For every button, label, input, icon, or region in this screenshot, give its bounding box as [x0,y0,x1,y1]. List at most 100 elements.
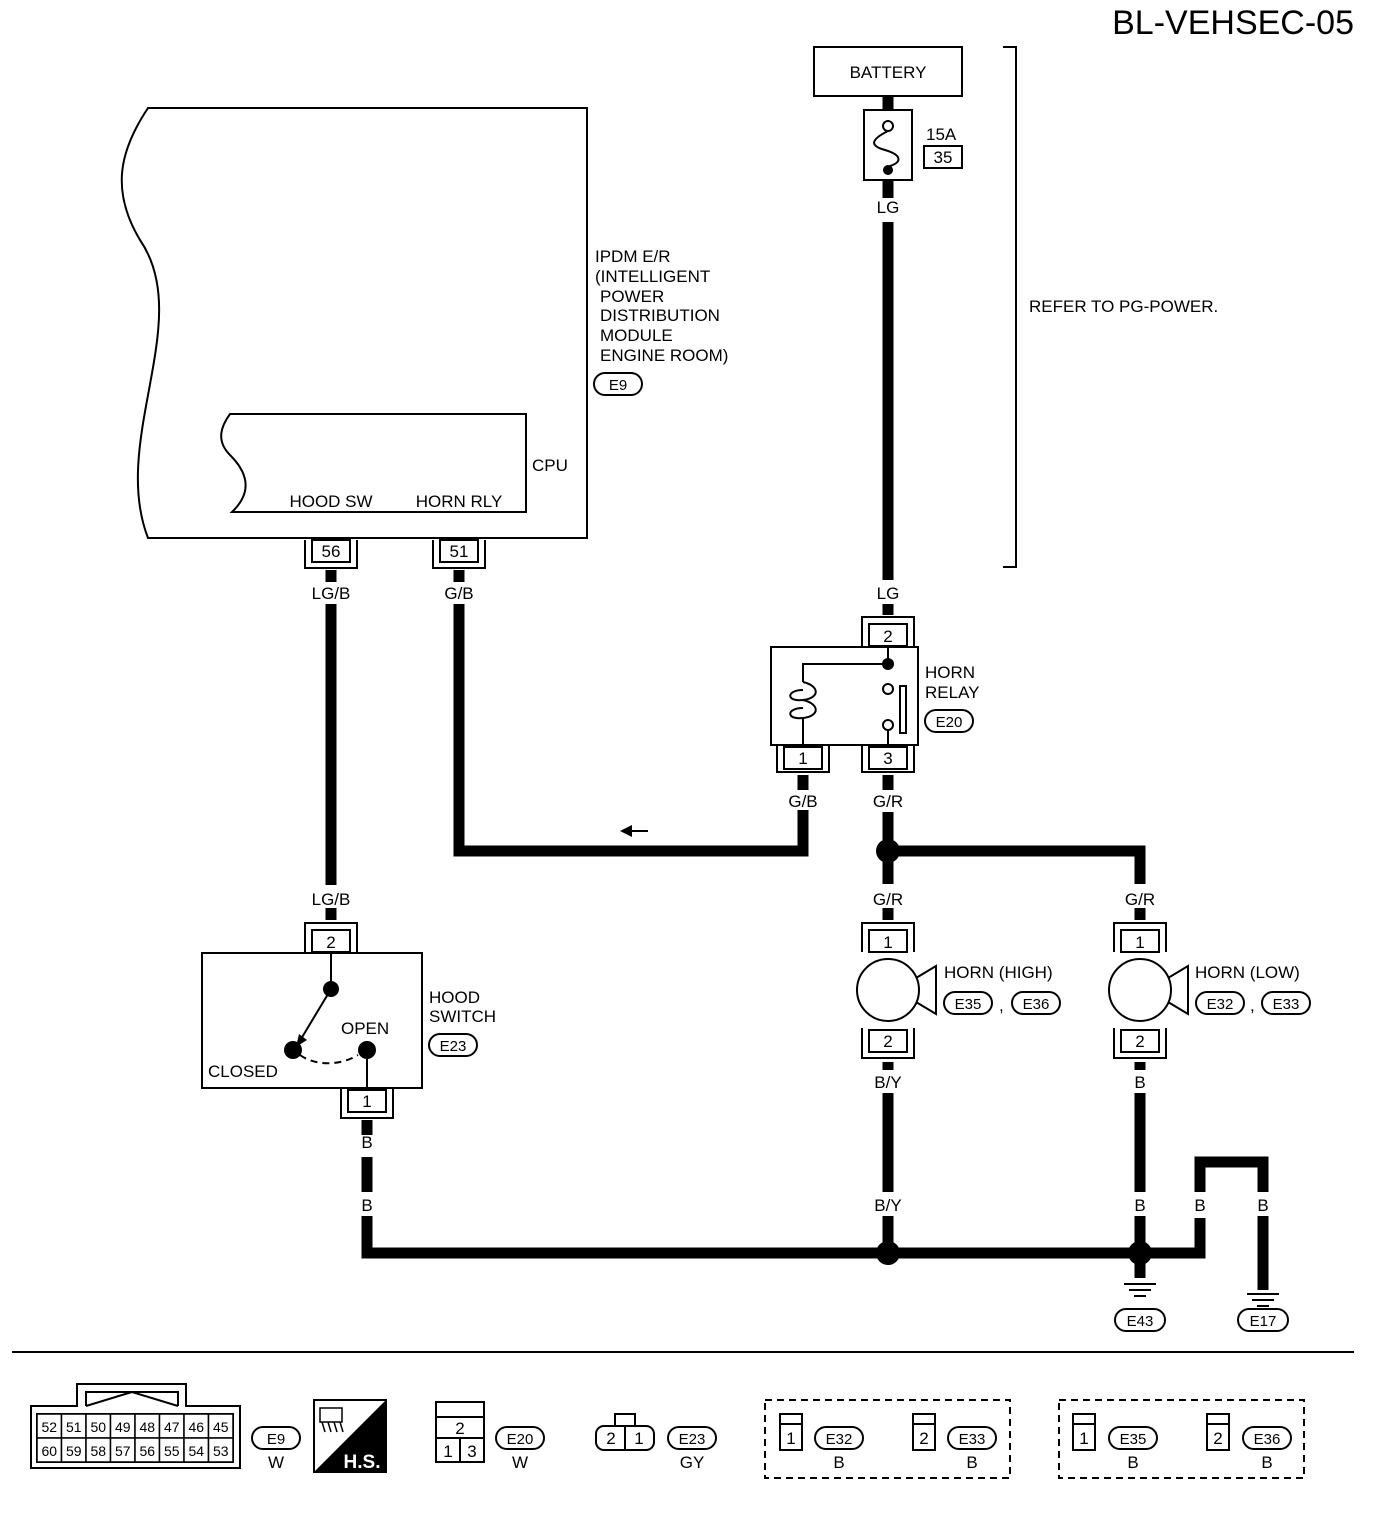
e9-pin-number: 57 [115,1443,131,1459]
horn-low: 1 2 [1108,922,1189,1059]
legend-horn-high-group [1058,1399,1305,1479]
legend-e23-connector: 2 1 [595,1413,655,1451]
battery-label: BATTERY [850,63,927,82]
ipdm-name: IPDM E/R (INTELLIGENT POWER DISTRIBUTION… [595,247,728,365]
horn-low-sep: , [1250,996,1255,1015]
svg-text:1: 1 [634,1429,643,1448]
splice-b [1128,1241,1152,1265]
svg-text:B: B [1194,1196,1205,1215]
svg-text:1: 1 [883,933,892,952]
connector-e9: E9 [609,377,627,394]
connector-e20: E20 [936,714,963,731]
e9-pin-number: 60 [41,1443,57,1459]
legend-e20-connector: 2 1 3 [435,1401,485,1463]
e9-pin-number: 47 [164,1419,180,1435]
legend-e33-color: B [966,1453,977,1472]
legend-e35-tag [1108,1426,1158,1450]
svg-text:2: 2 [455,1419,464,1438]
svg-text:56: 56 [322,542,341,561]
e9-pin-cell [207,1437,234,1463]
svg-text:3: 3 [467,1442,476,1461]
wire-gr-low [888,845,1146,884]
e9-pin-number: 46 [188,1419,204,1435]
battery-box [813,46,963,97]
legend-e33-tag [947,1426,997,1450]
svg-text:B: B [1134,1196,1145,1215]
ipdm-pin-56: 56 [304,539,358,569]
ipdm-box [120,107,588,539]
svg-text:LG: LG [877,198,900,217]
wire-e43-loop [1140,1218,1206,1259]
splice-gr [876,839,900,863]
e9-pin-number: 59 [66,1443,82,1459]
legend-e9-color: W [268,1453,284,1472]
svg-text:2: 2 [919,1429,928,1448]
legend-e9-tag [251,1426,301,1450]
svg-text:3: 3 [883,749,892,768]
svg-text:1: 1 [786,1429,795,1448]
legend-e36-color: B [1261,1453,1272,1472]
legend-e20: E20 [507,1431,534,1448]
refer-bracket [1003,46,1017,568]
e9-pin-number: 56 [139,1443,155,1459]
hood-switch-name: HOOD SWITCH [429,988,496,1026]
svg-text:1: 1 [798,749,807,768]
svg-text:H.S.: H.S. [344,1452,381,1473]
svg-text:1: 1 [362,1092,371,1111]
legend-e35: E35 [1120,1431,1147,1448]
connector-e9-tag [593,372,643,396]
ground-e17-icon [1247,1293,1279,1307]
horn-rly-label: HORN RLY [416,492,503,511]
wire-e17-loop [1194,1156,1269,1192]
hood-closed-label: CLOSED [208,1062,278,1081]
horn-high-sep: , [999,996,1004,1015]
svg-text:G/R: G/R [873,792,903,811]
legend-e36-tag [1242,1426,1292,1450]
arrow-left-icon [620,825,648,837]
connector-e35-tag [943,991,993,1015]
e9-pin-number: 50 [90,1419,106,1435]
horn-relay-name: HORN RELAY [925,663,980,702]
wire-gb [453,604,809,857]
svg-text:1: 1 [1079,1429,1088,1448]
svg-text:B: B [361,1196,372,1215]
e9-pin-number: 45 [213,1419,229,1435]
legend-e20-tag [495,1426,545,1450]
refer-text: REFER TO PG-POWER. [1029,297,1218,316]
horn-low-label: HORN (LOW) [1195,963,1300,982]
svg-text:LG/B: LG/B [312,890,351,909]
legend-e35-connector: 1 [1072,1413,1096,1451]
svg-text:LG/B: LG/B [312,584,351,603]
e9-pin-number: 58 [90,1443,106,1459]
e9-pin-number: 48 [139,1419,155,1435]
connector-e36-tag [1011,991,1061,1015]
connector-e33: E33 [1273,996,1300,1013]
svg-text:ENGINE ROOM): ENGINE ROOM) [600,346,728,365]
hood-sw-label: HOOD SW [289,492,372,511]
connector-e23-tag [428,1033,478,1057]
svg-text:MODULE: MODULE [600,326,673,345]
horn-high-label: HORN (HIGH) [944,963,1053,982]
legend-e35-color: B [1127,1453,1138,1472]
e9-pin-number: 54 [188,1443,204,1459]
legend-e32-tag [814,1426,864,1450]
cpu-box [220,413,527,513]
svg-text:(INTELLIGENT: (INTELLIGENT [595,267,710,286]
e9-pin-cell [134,1437,161,1463]
legend-e32-color: B [833,1453,844,1472]
svg-text:RELAY: RELAY [925,683,980,702]
fuse [863,109,913,181]
fuse-rating: 15A [926,125,957,144]
ground-e43-tag [1114,1308,1166,1332]
e9-pin-cell [207,1413,234,1439]
fuse-number: 35 [934,148,953,167]
connector-e20-tag [924,709,974,733]
svg-text:G/B: G/B [444,584,473,603]
svg-text:DISTRIBUTION: DISTRIBUTION [600,306,720,325]
svg-text:IPDM E/R: IPDM E/R [595,247,671,266]
svg-text:2: 2 [326,933,335,952]
svg-text:2: 2 [883,627,892,646]
legend-e33-connector: 2 [912,1413,936,1451]
